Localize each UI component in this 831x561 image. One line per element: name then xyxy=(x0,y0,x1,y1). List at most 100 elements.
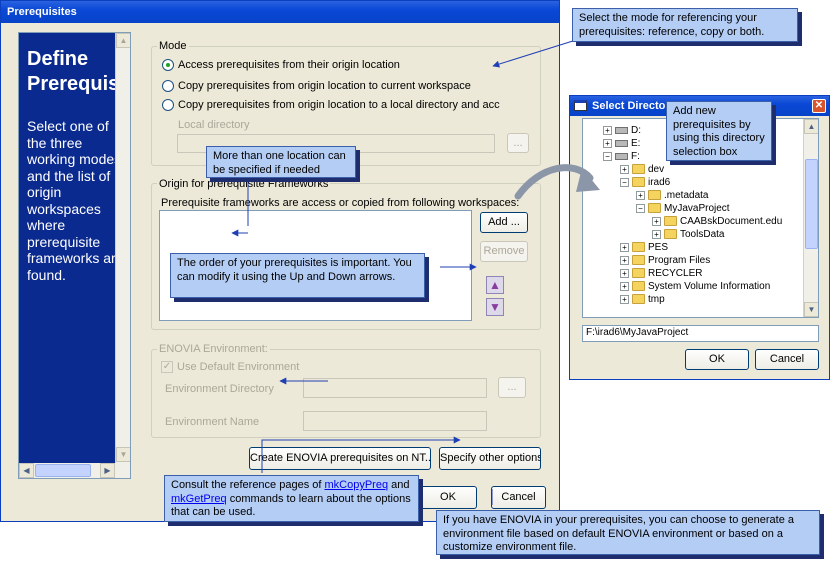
dialog-title: Prerequisites xyxy=(7,6,77,18)
origin-group xyxy=(151,183,541,330)
remove-button[interactable]: Remove xyxy=(480,241,528,262)
close-icon[interactable]: ✕ xyxy=(812,99,826,113)
add-button[interactable]: Add ... xyxy=(480,212,528,233)
path-value: F:\irad6\MyJavaProject xyxy=(586,327,689,338)
mode-callout: Select the mode for referencing your pre… xyxy=(572,8,798,42)
consult-text-and: and xyxy=(388,479,410,491)
side-panel: Define Prerequis Select one of the three… xyxy=(18,32,131,479)
tree-node[interactable]: +PES xyxy=(620,241,668,254)
expand-icon[interactable]: + xyxy=(652,229,661,239)
folder-icon xyxy=(664,216,677,227)
env-name-field[interactable] xyxy=(303,411,487,431)
collapse-icon[interactable]: − xyxy=(620,177,629,187)
drive-icon xyxy=(615,152,628,160)
select-ok-button[interactable]: OK xyxy=(685,349,749,370)
add-new-callout: Add new prerequisites by using this dire… xyxy=(666,101,772,161)
tree-vscroll[interactable]: ▲ ▼ xyxy=(803,119,818,317)
mode-radio-access[interactable] xyxy=(162,59,174,71)
open-folder-icon xyxy=(648,203,661,214)
tree-node-label: MyJavaProject xyxy=(664,203,730,214)
folder-icon xyxy=(632,294,645,305)
side-panel-text: Select one of the three working modes, a… xyxy=(27,118,126,283)
create-enovia-button[interactable]: Create ENOVIA prerequisites on NT... xyxy=(249,447,431,470)
expand-icon[interactable]: + xyxy=(603,125,612,135)
tree-node[interactable]: +D: xyxy=(603,124,641,137)
expand-icon[interactable]: + xyxy=(620,281,629,291)
ok-button[interactable]: OK xyxy=(419,486,477,509)
specify-options-button[interactable]: Specify other options xyxy=(439,447,541,470)
scroll-up-icon[interactable]: ▲ xyxy=(804,119,818,134)
path-field[interactable]: F:\irad6\MyJavaProject xyxy=(582,325,819,342)
up-arrow-icon[interactable]: ▲ xyxy=(486,276,504,294)
order-callout: The order of your prerequisites is impor… xyxy=(170,253,425,298)
folder-icon xyxy=(648,190,661,201)
use-default-checkbox[interactable]: ✓ xyxy=(161,361,173,373)
folder-icon xyxy=(632,164,645,175)
mode-radio-copy-workspace[interactable] xyxy=(162,80,174,92)
consult-text-prefix: Consult the reference pages of xyxy=(171,479,325,491)
expand-icon[interactable]: + xyxy=(636,190,645,200)
mode-option-copy-local-label: Copy prerequisites from origin location … xyxy=(178,99,500,111)
folder-icon xyxy=(664,229,677,240)
tree-node[interactable]: +.metadata xyxy=(636,189,708,202)
cancel-button[interactable]: Cancel xyxy=(491,486,546,509)
expand-icon[interactable]: + xyxy=(620,242,629,252)
tree-node-label: ToolsData xyxy=(680,229,725,240)
scroll-down-icon[interactable]: ▼ xyxy=(116,447,130,462)
tree-node[interactable]: + ToolsData xyxy=(652,228,724,241)
tree-node-label: Program Files xyxy=(648,255,711,266)
select-cancel-button[interactable]: Cancel xyxy=(755,349,819,370)
mkgetpreq-link[interactable]: mkGetPreq xyxy=(171,492,227,505)
tree-node-label: irad6 xyxy=(648,177,671,188)
mode-option-copy-workspace-label: Copy prerequisites from origin location … xyxy=(178,80,471,92)
select-directory-title: Select Directory xyxy=(592,100,676,112)
tree-node[interactable]: + dev xyxy=(620,163,664,176)
scroll-down-icon[interactable]: ▼ xyxy=(804,302,818,317)
tree-node[interactable]: +CAABskDocument.edu xyxy=(652,215,782,228)
env-directory-browse-button[interactable]: ... xyxy=(498,377,526,398)
mode-group-label: Mode xyxy=(157,40,189,52)
env-directory-field[interactable] xyxy=(303,378,487,398)
expand-icon[interactable]: + xyxy=(620,164,629,174)
tree-node[interactable]: + Program Files xyxy=(620,254,710,267)
folder-icon xyxy=(632,268,645,279)
scroll-up-icon[interactable]: ▲ xyxy=(116,33,130,48)
down-arrow-icon[interactable]: ▼ xyxy=(486,298,504,316)
tree-node-label: RECYCLER xyxy=(648,268,703,279)
expand-icon[interactable]: + xyxy=(652,216,661,226)
tree-node[interactable]: +System Volume Information xyxy=(620,280,770,293)
mode-radio-copy-local[interactable] xyxy=(162,99,174,111)
enovia-group xyxy=(151,349,541,438)
scroll-thumb[interactable] xyxy=(35,464,91,477)
expand-icon[interactable]: + xyxy=(620,255,629,265)
drive-icon xyxy=(615,126,628,134)
scroll-right-icon[interactable]: ▶ xyxy=(100,463,115,478)
consult-text-suffix: commands to learn about the options that… xyxy=(171,492,411,519)
origin-description: Prerequisite frameworks are access or co… xyxy=(161,197,520,209)
enovia-callout: If you have ENOVIA in your prerequisites… xyxy=(436,510,820,555)
expand-icon[interactable]: + xyxy=(620,294,629,304)
tree-node[interactable]: − MyJavaProject xyxy=(636,202,730,215)
origin-group-label: Origin for prerequisite Frameworks xyxy=(157,178,331,190)
side-panel-hscroll[interactable]: ◀ ▶ xyxy=(19,463,130,478)
mkcopypreq-link[interactable]: mkCopyPreq xyxy=(324,479,389,491)
scroll-thumb[interactable] xyxy=(805,159,818,249)
tree-node[interactable]: − F: xyxy=(603,150,640,163)
tree-node[interactable]: − irad6 xyxy=(620,176,670,189)
local-directory-browse-button[interactable]: ... xyxy=(507,133,529,153)
prerequisites-dialog: Prerequisites Define Prerequis Select on… xyxy=(0,0,560,522)
expand-icon[interactable]: + xyxy=(620,268,629,278)
scroll-left-icon[interactable]: ◀ xyxy=(19,463,34,478)
tree-node[interactable]: +E: xyxy=(603,137,640,150)
folder-icon xyxy=(632,242,645,253)
collapse-icon[interactable]: − xyxy=(603,151,612,161)
drive-icon xyxy=(615,139,628,147)
collapse-icon[interactable]: − xyxy=(636,203,645,213)
tree-node[interactable]: +tmp xyxy=(620,293,665,306)
dialog-title-bar[interactable]: Prerequisites xyxy=(1,1,559,23)
tree-node-label: F: xyxy=(631,151,640,162)
expand-icon[interactable]: + xyxy=(603,138,612,148)
tree-node-label: dev xyxy=(648,164,665,175)
tree-node[interactable]: + RECYCLER xyxy=(620,267,702,280)
side-panel-vscroll[interactable]: ▲ ▼ xyxy=(115,33,130,463)
